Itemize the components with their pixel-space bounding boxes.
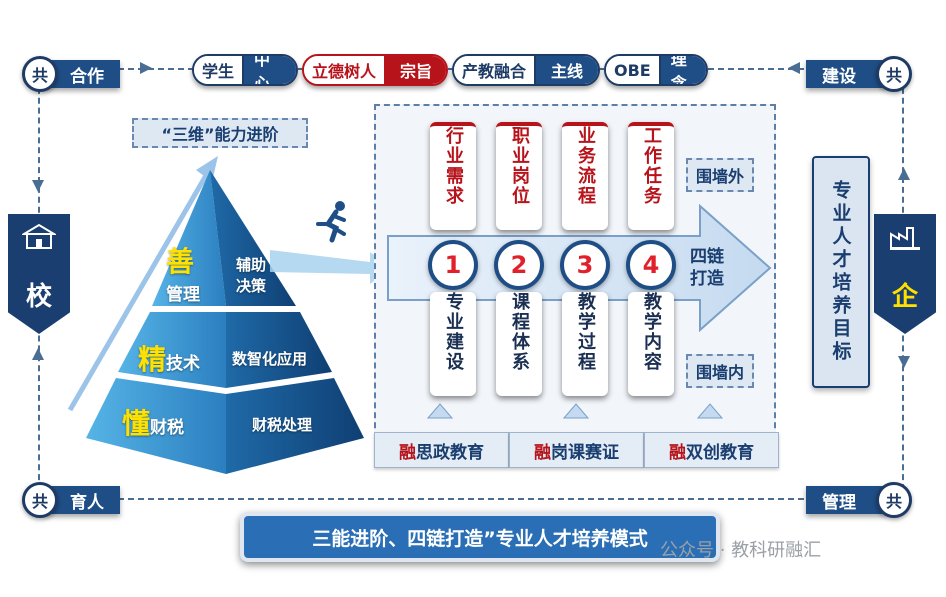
- tier-rest: 管理: [166, 285, 200, 305]
- card-teaching-process: 教学过程: [562, 292, 608, 396]
- card-teaching-content: 教学内容: [628, 292, 674, 396]
- tier-big-char: 懂: [122, 407, 151, 440]
- up-arrow-icon: [426, 403, 454, 419]
- card-text: 专业建设: [443, 292, 464, 372]
- card-industry-demand: 行业需求: [430, 122, 476, 230]
- card-text: 工作任务: [641, 126, 662, 206]
- step-number: 2: [494, 240, 544, 290]
- card-job-position: 职业岗位: [496, 122, 542, 230]
- arrow-left-icon: [788, 62, 800, 74]
- goal-text: 专业人才培养目标: [829, 180, 852, 364]
- running-person-icon: [316, 201, 346, 243]
- pyramid-tier-mid-left: [118, 312, 226, 388]
- tag-label: 建设: [822, 66, 856, 87]
- card-text: 教学过程: [575, 292, 596, 372]
- tag-label: 管理: [822, 492, 856, 513]
- gong-badge: 共: [22, 482, 58, 518]
- tier-rest: 财税: [150, 418, 185, 438]
- principle-obe: OBE 理念: [604, 54, 708, 86]
- pyramid-tier-mid-right: [226, 312, 332, 388]
- tag-label: 育人: [70, 492, 104, 513]
- tier-big-char: 精: [138, 343, 167, 376]
- card-text: 业务流程: [575, 126, 596, 206]
- tier-big-char: 善: [166, 245, 195, 278]
- integration-innovation: 融双创教育: [644, 432, 779, 468]
- inside-wall-box: 围墙内: [686, 354, 755, 388]
- principle-key: 立德树人: [304, 56, 387, 84]
- card-curriculum-system: 课程体系: [496, 292, 542, 396]
- rong-char: 融: [399, 442, 416, 463]
- step-number: 1: [428, 240, 478, 290]
- tag-cooperation: 合作: [44, 60, 120, 88]
- arrow-up-icon: [32, 348, 44, 360]
- tag-education: 育人: [44, 486, 120, 514]
- tier-mid-side: 数智化应用: [232, 350, 308, 368]
- arrow-right-icon: [140, 62, 152, 74]
- flow-arrow-icon: [270, 250, 392, 284]
- watermark: 公众号 · 教科研融汇: [660, 540, 822, 561]
- tag-label: 合作: [70, 66, 104, 87]
- tier-bottom-main: 懂财税: [122, 402, 184, 442]
- rong-text: 思政教育: [416, 442, 484, 463]
- principle-value: 主线: [536, 56, 598, 84]
- growth-arrow: [67, 170, 211, 412]
- pyramid-tier-bottom-right: [226, 378, 364, 474]
- card-work-task: 工作任务: [628, 122, 674, 230]
- tier-top-side: 辅助 决策: [236, 256, 267, 295]
- tier-top-main: 善 管理: [166, 240, 200, 305]
- enterprise-banner: [874, 214, 936, 334]
- principle-value: 理念: [660, 56, 706, 84]
- principle-value: 宗旨: [386, 56, 446, 84]
- tier-bottom-side: 财税处理: [252, 416, 313, 434]
- arrow-down-icon: [32, 180, 44, 192]
- principle-key: 学生: [194, 56, 245, 84]
- pyramid-tier-bottom-left: [86, 378, 226, 474]
- arrow-up-icon: [898, 168, 910, 180]
- principle-key: OBE: [606, 56, 661, 84]
- rong-text: 双创教育: [686, 442, 754, 463]
- card-business-process: 业务流程: [562, 122, 608, 230]
- principle-value: 中心: [244, 56, 296, 84]
- up-arrow-icon: [562, 403, 590, 419]
- rong-char: 融: [669, 442, 686, 463]
- integration-job-course: 融岗课赛证: [509, 432, 644, 468]
- card-text: 行业需求: [443, 126, 464, 206]
- rong-char: 融: [534, 442, 551, 463]
- card-text: 课程体系: [509, 292, 530, 372]
- rong-text: 岗课赛证: [551, 442, 619, 463]
- principle-key: 产教融合: [454, 56, 537, 84]
- gong-badge: 共: [22, 56, 58, 92]
- card-text: 职业岗位: [509, 126, 530, 206]
- tag-management: 管理: [806, 486, 886, 514]
- school-label: 校: [25, 282, 52, 312]
- principle-industry: 产教融合 主线: [452, 54, 600, 86]
- gong-badge: 共: [876, 56, 912, 92]
- school-building-icon: [22, 223, 56, 249]
- tier-mid-main: 精技术: [138, 338, 200, 378]
- model-title: 三能进阶、四链打造”专业人才培养模式: [240, 512, 720, 562]
- pyramid-caption-text: “三维”能力进阶: [161, 125, 279, 144]
- pyramid-tier-top-left: [152, 170, 226, 306]
- principle-student: 学生 中心: [192, 54, 298, 86]
- step-number: 4: [626, 240, 676, 290]
- integration-ideology: 融思政教育: [374, 432, 509, 468]
- up-arrow-icon: [696, 403, 724, 419]
- principle-moral: 立德树人 宗旨: [302, 54, 448, 86]
- gong-badge: 共: [876, 482, 912, 518]
- arrow-down-icon: [898, 356, 910, 368]
- chain-arrow-label: 四链 打造: [690, 247, 724, 289]
- factory-icon: [890, 227, 920, 250]
- model-title-text: 三能进阶、四链打造”专业人才培养模式: [312, 527, 648, 550]
- card-text: 教学内容: [641, 292, 662, 372]
- talent-goal-box: 专业人才培养目标: [812, 156, 870, 388]
- enterprise-label: 企: [891, 282, 918, 312]
- step-number: 3: [560, 240, 610, 290]
- card-major-construction: 专业建设: [430, 292, 476, 396]
- tier-rest: 技术: [166, 354, 201, 374]
- pyramid-caption: “三维”能力进阶: [132, 118, 308, 148]
- tag-construction: 建设: [806, 60, 886, 88]
- outside-wall-box: 围墙外: [686, 158, 755, 192]
